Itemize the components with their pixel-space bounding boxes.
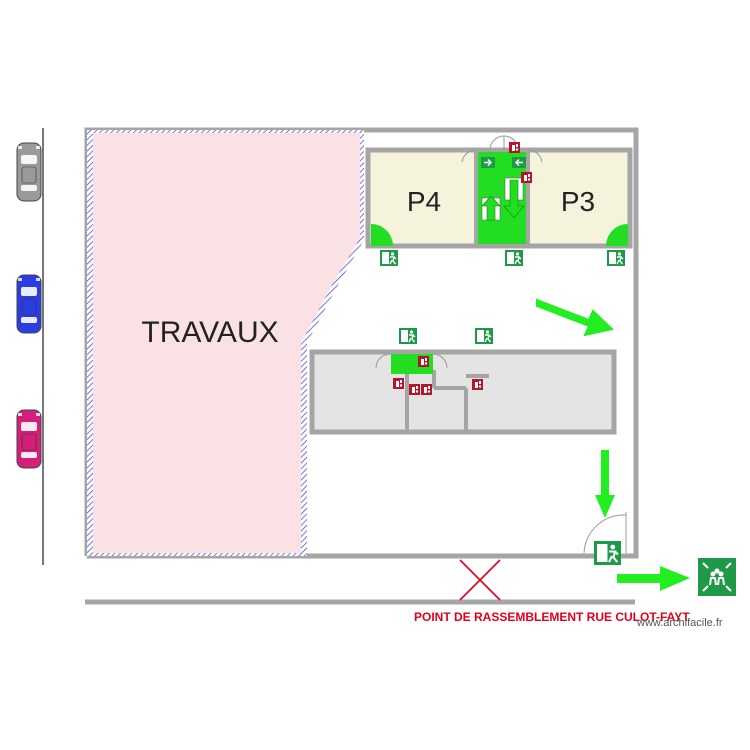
green-arrow-icon (481, 157, 495, 168)
fire-alarm-icon (509, 142, 520, 153)
green-arrow-icon (512, 157, 526, 168)
red-cross-icon (459, 559, 501, 601)
fire-alarm-icon (409, 384, 420, 395)
door-swing-p4 (371, 224, 393, 246)
running-man-exit-icon (379, 249, 399, 267)
car-pink (16, 409, 42, 469)
stair-arrow-down (503, 179, 525, 219)
assembly-label: POINT DE RASSEMBLEMENT RUE CULOT-FAYT (414, 610, 690, 624)
fire-alarm-icon (418, 356, 429, 367)
running-man-exit-icon (606, 249, 626, 267)
running-man-exit-icon (474, 327, 494, 345)
fire-extinguisher-icon (421, 384, 432, 395)
fire-extinguisher-icon (521, 172, 532, 183)
exit-door-swing (583, 514, 626, 554)
p4-label: P4 (407, 186, 441, 217)
stair-side-door-left (461, 149, 477, 163)
stair-side-door-right (527, 149, 543, 163)
assembly-point-icon (698, 558, 736, 596)
p3-label: P3 (561, 186, 595, 217)
car-grey (16, 142, 42, 202)
lower-door-left (375, 353, 391, 369)
lower-building (309, 349, 617, 435)
stair-arrow-up (481, 195, 501, 221)
running-man-exit-icon (398, 327, 418, 345)
watermark: www.archifacile.fr (636, 617, 723, 629)
fire-extinguisher-icon (393, 378, 404, 389)
running-man-exit-icon (592, 539, 623, 567)
lower-door-right (432, 353, 448, 369)
works-zone (93, 133, 360, 553)
stair-top-door-left (489, 135, 505, 151)
works-label: TRAVAUX (141, 316, 278, 349)
evacuation-arrow-diagonal (536, 298, 615, 337)
car-blue (16, 274, 42, 334)
evacuation-arrow-right (617, 566, 690, 591)
evacuation-arrow-down (595, 450, 615, 518)
door-swing-p3 (606, 224, 628, 246)
fire-extinguisher-icon (472, 379, 483, 390)
running-man-exit-icon (504, 249, 524, 267)
